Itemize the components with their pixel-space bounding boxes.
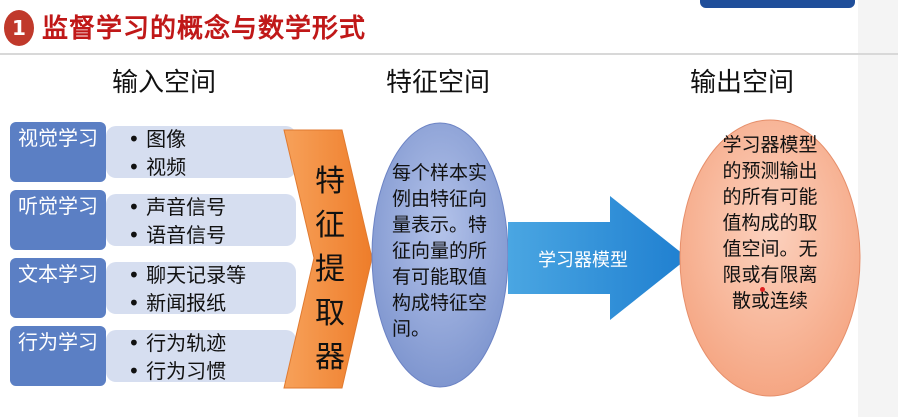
title-number-badge: 1 (4, 10, 34, 46)
input-row-bg (106, 262, 296, 314)
bullet-item: • 声音信号 (128, 195, 227, 219)
input-row-visual: 视觉学习 • 图像 • 视频 (10, 122, 310, 182)
input-items: • 行为轨迹 • 行为习惯 (128, 329, 226, 385)
bullet-item: • 图像 (128, 127, 187, 151)
model-arrow (508, 196, 688, 320)
bullet-item: • 语音信号 (128, 223, 227, 247)
bullet-item: • 聊天记录等 (128, 263, 247, 287)
input-space-heading: 输入空间 (112, 68, 217, 98)
bullet-item: • 行为轨迹 (128, 331, 227, 355)
pointer-dot (760, 287, 765, 292)
input-label: 行为学习 (10, 326, 106, 386)
title-divider (0, 53, 898, 55)
model-arrow-label: 学习器模型 (538, 250, 628, 271)
input-items: • 声音信号 • 语音信号 (128, 193, 226, 249)
input-label: 听觉学习 (10, 190, 106, 250)
input-items: • 图像 • 视频 (128, 125, 186, 181)
input-row-behavior: 行为学习 • 行为轨迹 • 行为习惯 (10, 326, 310, 386)
input-label: 视觉学习 (10, 122, 106, 182)
feature-space-heading: 特征空间 (386, 68, 491, 98)
top-accent-bar (700, 0, 855, 8)
bullet-item: • 行为习惯 (128, 359, 227, 383)
bullet-item: • 新闻报纸 (128, 291, 227, 315)
input-label: 文本学习 (10, 258, 106, 318)
output-space-ellipse (679, 119, 861, 397)
input-row-bg (106, 330, 296, 382)
output-space-heading: 输出空间 (690, 68, 795, 98)
slide-title: 监督学习的概念与数学形式 (42, 14, 367, 44)
input-row-bg (106, 126, 296, 178)
right-margin (858, 0, 898, 417)
output-space-text: 学习器模型的预测输出的所有可能值构成的取值空间。无限或有限离散或连续 (722, 134, 818, 312)
input-items: • 聊天记录等 • 新闻报纸 (128, 261, 246, 317)
bullet-item: • 视频 (128, 155, 187, 179)
input-row-audio: 听觉学习 • 声音信号 • 语音信号 (10, 190, 310, 250)
feature-extractor-label: 特征提取器 (315, 164, 345, 375)
feature-extractor-chevron (283, 129, 373, 389)
input-row-text: 文本学习 • 聊天记录等 • 新闻报纸 (10, 258, 310, 318)
input-row-bg (106, 194, 296, 246)
feature-space-text: 每个样本实例由特征向量表示。特征向量的所有可能取值构成特征空间。 (392, 162, 488, 340)
